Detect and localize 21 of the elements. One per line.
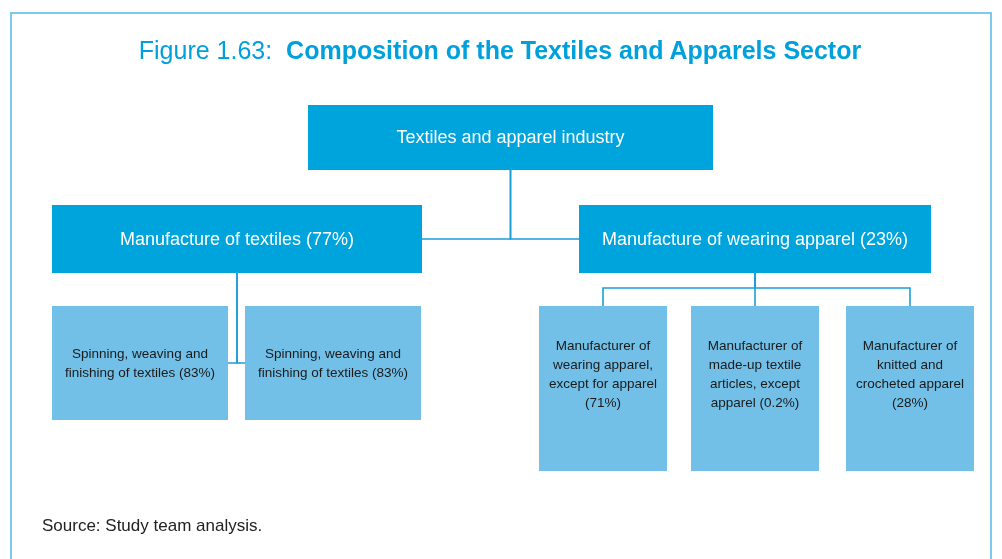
box-label: Manufacture of textiles (77%) (119, 227, 355, 251)
sector-box (579, 205, 931, 273)
box-label: Manufacturer of made-up textile articles, except apparel (0.2%) (706, 336, 804, 412)
category-box (846, 306, 974, 471)
box-label: Manufacture of wearing apparel (23%) (601, 227, 909, 251)
figure-title: Figure 1.63: Composition of the Textiles and Apparels Sector (137, 35, 863, 66)
category-box (691, 306, 819, 471)
connector-line (754, 272, 911, 307)
sector-box (52, 205, 422, 273)
category-box (52, 306, 228, 420)
box-label: Textiles and apparel industry (396, 126, 625, 149)
box-label: Manufacturer of wearing apparel, except for apparel (71%) (547, 336, 659, 412)
sector-box (308, 105, 713, 170)
box-label: Spinning, weaving and finishing of textiles (83%) (256, 345, 410, 382)
box-label: Spinning, weaving and finishing of textiles (83%) (63, 345, 217, 382)
connector-line (236, 272, 246, 364)
source-note: Source: Study team analysis. (42, 515, 263, 537)
connector-line (509, 169, 580, 240)
category-box (245, 306, 421, 420)
category-box (539, 306, 667, 471)
box-label: Manufacturer of knitted and crocheted apparel (28%) (854, 336, 966, 412)
